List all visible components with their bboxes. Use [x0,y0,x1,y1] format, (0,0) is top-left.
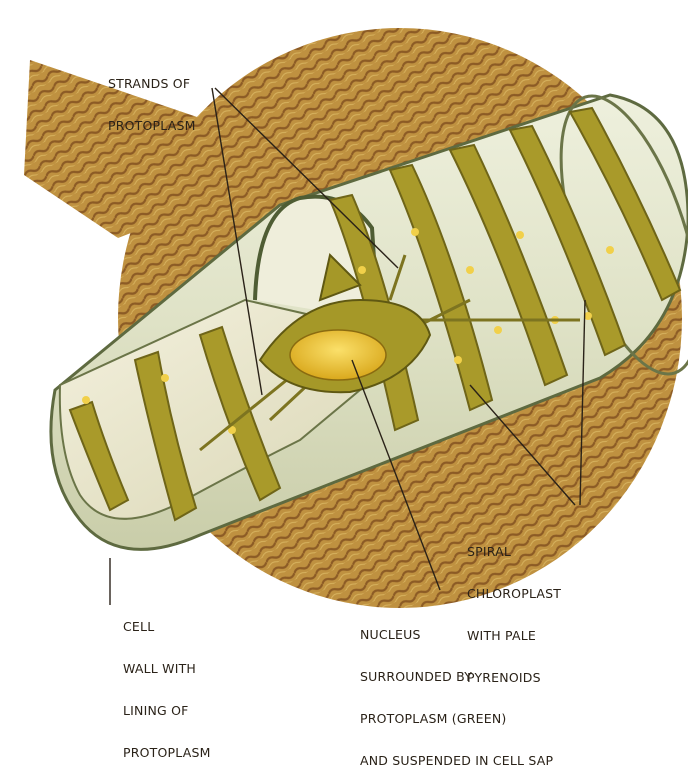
label-line: NUCLEUS [360,628,553,642]
label-line: LINING OF [123,704,211,718]
label-line: PROTOPLASM [108,119,196,133]
label-line: PROTOPLASM [123,746,211,760]
label-strands-of-protoplasm: STRANDS OF PROTOPLASM [108,49,196,147]
label-line: PROTOPLASM (GREEN) [360,712,553,726]
label-line: CELL [123,620,211,634]
label-line: STRANDS OF [108,77,196,91]
label-cell-wall: CELL WALL WITH LINING OF PROTOPLASM [123,592,211,774]
label-line: CHLOROPLAST [467,587,561,601]
label-line: SPIRAL [467,545,561,559]
spirogyra-cell-illustration [0,0,688,664]
label-line: WALL WITH [123,662,211,676]
label-line: SURROUNDED BY [360,670,553,684]
label-nucleus: NUCLEUS SURROUNDED BY PROTOPLASM (GREEN)… [360,600,553,782]
label-line: AND SUSPENDED IN CELL SAP [360,754,553,768]
